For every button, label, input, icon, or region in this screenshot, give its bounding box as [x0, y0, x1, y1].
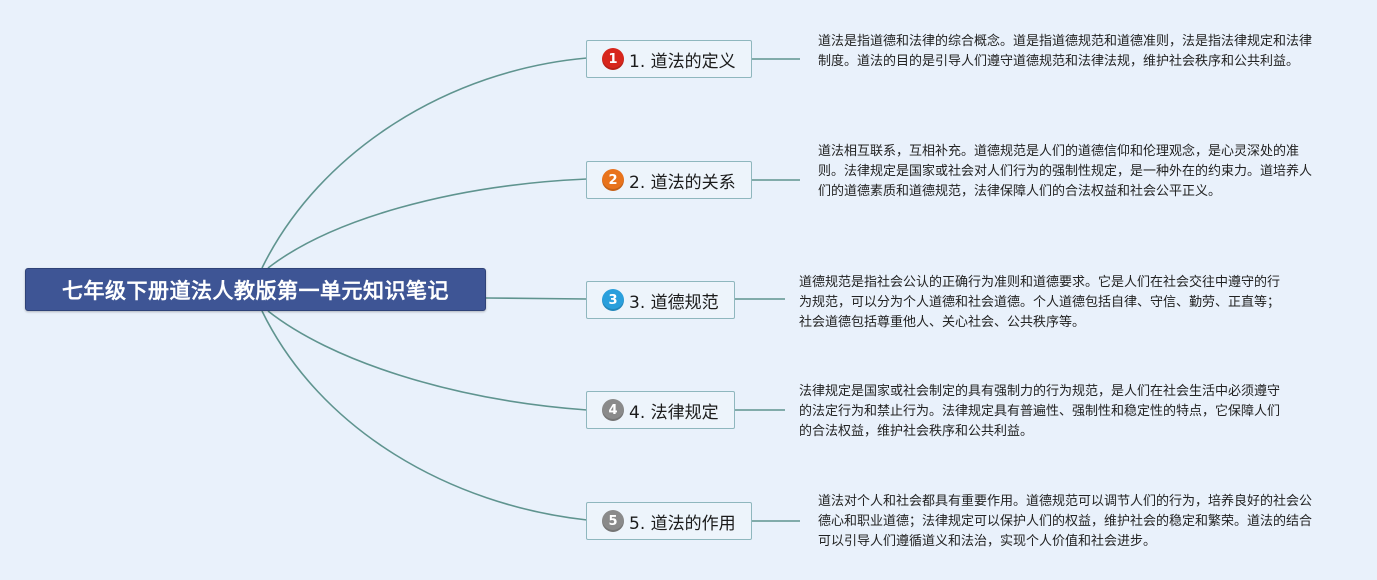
central-topic-label: 七年级下册道法人教版第一单元知识笔记 — [62, 278, 449, 303]
topic-function[interactable]: 5 5. 道法的作用 — [586, 502, 752, 540]
topic-moral-norms[interactable]: 3 3. 道德规范 — [586, 281, 735, 319]
priority-1-icon: 1 — [602, 48, 624, 70]
note-function: 道法对个人和社会都具有重要作用。道德规范可以调节人们的行为，培养良好的社会公德心… — [818, 494, 1313, 549]
priority-2-icon: 2 — [602, 169, 624, 191]
connector-central-to-topic-3 — [485, 297, 588, 300]
priority-3-icon: 3 — [602, 289, 624, 311]
topic-label: 1. 道法的定义 — [629, 51, 736, 72]
topic-label: 3. 道德规范 — [629, 292, 719, 313]
priority-4-icon: 4 — [602, 399, 624, 421]
central-topic[interactable]: 七年级下册道法人教版第一单元知识笔记 — [25, 268, 486, 311]
connector-central-to-topic-4 — [267, 310, 588, 411]
connector-central-to-topic-5 — [261, 310, 588, 521]
note-legal-rules: 法律规定是国家或社会制定的具有强制力的行为规范，是人们在社会生活中必须遵守的法定… — [799, 384, 1281, 439]
note-relationship: 道法相互联系，互相补充。道德规范是人们的道德信仰和伦理观念，是心灵深处的准则。法… — [818, 144, 1313, 199]
note-moral-norms: 道德规范是指社会公认的正确行为准则和道德要求。它是人们在社会交往中遵守的行为规范… — [799, 275, 1281, 330]
topic-label: 5. 道法的作用 — [629, 513, 736, 534]
connector-central-to-topic-1 — [261, 57, 588, 269]
topic-definition[interactable]: 1 1. 道法的定义 — [586, 40, 752, 78]
priority-5-icon: 5 — [602, 510, 624, 532]
topic-label: 2. 道法的关系 — [629, 172, 736, 193]
topic-legal-rules[interactable]: 4 4. 法律规定 — [586, 391, 735, 429]
topic-relationship[interactable]: 2 2. 道法的关系 — [586, 161, 752, 199]
note-definition: 道法是指道德和法律的综合概念。道是指道德规范和道德准则，法是指法律规定和法律制度… — [818, 34, 1313, 69]
connector-central-to-topic-2 — [267, 178, 588, 269]
topic-label: 4. 法律规定 — [629, 402, 719, 423]
